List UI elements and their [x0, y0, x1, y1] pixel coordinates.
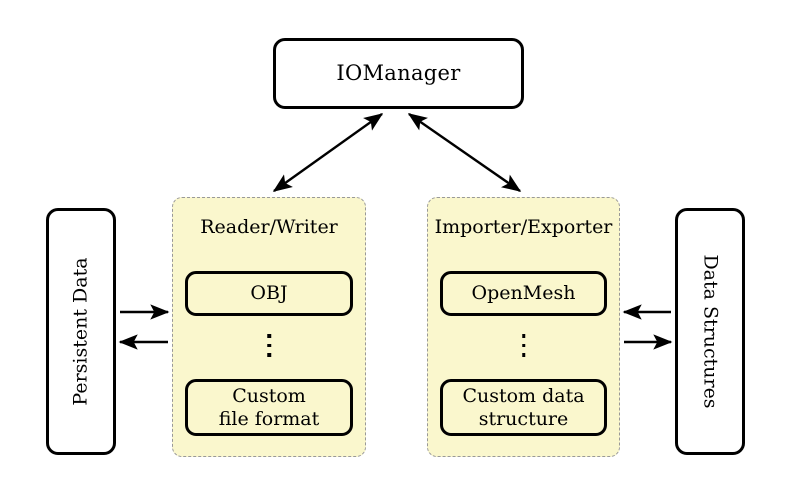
obj-label: OBJ	[250, 282, 288, 305]
custom-file-format-node[interactable]: Custom file format	[185, 379, 353, 436]
arrow-iomanager-reader-writer	[272, 113, 384, 192]
reader-writer-panel[interactable]: Reader/Writer OBJ Custom file format	[172, 197, 366, 457]
reader-writer-ellipsis-icon	[267, 334, 271, 357]
obj-node[interactable]: OBJ	[185, 271, 353, 316]
custom-data-structure-node[interactable]: Custom data structure	[440, 379, 607, 436]
data-structures-label: Data Structures	[699, 254, 722, 409]
importer-exporter-panel[interactable]: Importer/Exporter OpenMesh Custom data s…	[427, 197, 620, 457]
iomanager-node[interactable]: IOManager	[273, 38, 524, 109]
custom-data-structure-label-line1: Custom data	[462, 385, 585, 408]
arrow-iomanager-importer-exporter	[407, 113, 522, 192]
custom-data-structure-label-line2: structure	[478, 407, 569, 430]
data-structures-node[interactable]: Data Structures	[675, 208, 745, 455]
persistent-data-node[interactable]: Persistent Data	[46, 208, 116, 455]
custom-file-format-label-line1: Custom	[232, 385, 306, 408]
openmesh-node[interactable]: OpenMesh	[440, 271, 607, 316]
importer-exporter-panel-title: Importer/Exporter	[434, 216, 613, 238]
openmesh-label: OpenMesh	[471, 282, 576, 305]
custom-file-format-label-line2: file format	[218, 407, 320, 430]
importer-exporter-ellipsis-icon	[521, 334, 526, 357]
reader-writer-panel-title: Reader/Writer	[200, 216, 338, 238]
persistent-data-label: Persistent Data	[69, 257, 92, 406]
iomanager-label: IOManager	[336, 61, 461, 85]
